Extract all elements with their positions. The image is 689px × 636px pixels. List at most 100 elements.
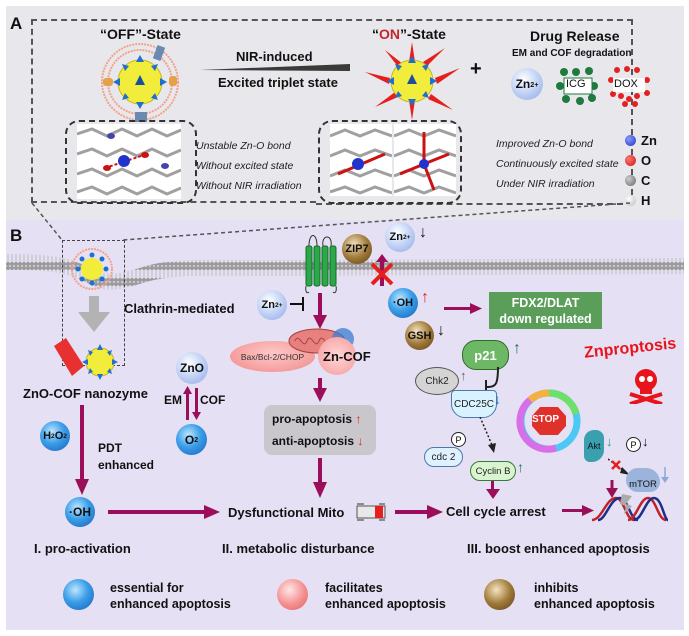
gsh-molecule: GSH bbox=[405, 321, 434, 350]
cyclin-b-protein: Cyclin B bbox=[470, 461, 516, 481]
zn-cof-particle bbox=[318, 337, 356, 375]
atom-legend-item: Zn bbox=[625, 130, 657, 150]
zn-atom-icon bbox=[625, 134, 636, 146]
on-nanoparticle-icon bbox=[365, 42, 460, 120]
cdc2-phosphate: P bbox=[451, 432, 466, 447]
legend-blue-sphere-icon bbox=[63, 579, 94, 610]
chk2-trend: ↑ bbox=[460, 368, 467, 383]
off-note: Without NIR irradiation bbox=[196, 180, 302, 192]
off-molecule-image bbox=[77, 124, 181, 199]
transition-wedge-arrow bbox=[200, 64, 350, 71]
on-molecule-image-1 bbox=[330, 124, 392, 196]
nanozyme-label: ZnO-COF nanozyme bbox=[23, 386, 148, 401]
transmembrane-receptor-icon bbox=[305, 235, 337, 294]
icg-label: ICG bbox=[566, 78, 586, 90]
off-notes: Unstable Zn-O bond Without excited state… bbox=[196, 140, 302, 200]
zno-molecule: ZnO bbox=[176, 352, 208, 384]
stage-3-label: III. boost enhanced apoptosis bbox=[467, 541, 650, 556]
stage-1-label: I. pro-activation bbox=[34, 541, 131, 556]
mito-to-apoptosis-arrow bbox=[313, 378, 327, 402]
h-atom-icon bbox=[625, 194, 636, 206]
atom-legend-item: O bbox=[625, 150, 657, 170]
icg-icon bbox=[556, 67, 598, 105]
pdt-arrow bbox=[75, 405, 89, 495]
cdc25c-protein: CDC25C bbox=[451, 390, 497, 418]
panel-a-frame-right bbox=[316, 19, 633, 205]
transition-top-label: NIR-induced bbox=[236, 49, 313, 64]
stop-label: STOP bbox=[532, 414, 560, 425]
apoptosis-box: pro-apoptosis ↑ anti-apoptosis ↓ bbox=[264, 405, 376, 455]
atom-legend-item: C bbox=[625, 170, 657, 190]
em-cof-arrows bbox=[183, 386, 201, 420]
hydroxyl-radical: ·OH bbox=[65, 497, 95, 527]
cyclin-b-trend: ↑ bbox=[517, 459, 524, 475]
mtor-protein: mTOR bbox=[626, 468, 660, 492]
cyclinb-to-arrest-arrow bbox=[486, 481, 500, 499]
drug-release-subtitle: EM and COF degradation bbox=[512, 48, 632, 59]
on-note: Improved Zn-O bond bbox=[496, 138, 593, 150]
dna-strand-icon bbox=[592, 494, 668, 522]
akt-trend: ↓ bbox=[606, 434, 613, 449]
em-label: EM bbox=[164, 393, 182, 407]
cdc25c-to-cyclinb-arrow bbox=[479, 417, 496, 453]
atom-legend-item: H bbox=[625, 190, 657, 210]
akt-protein: Akt bbox=[584, 430, 604, 462]
on-note: Under NIR irradiation bbox=[496, 178, 595, 190]
on-state-title: “ON”-State bbox=[372, 26, 446, 42]
cell-membrane bbox=[6, 254, 684, 290]
cell-cycle-stop-icon bbox=[516, 389, 581, 453]
dysfunctional-mito-label: Dysfunctional Mito bbox=[228, 505, 345, 520]
cdc25c-trend: ↓ bbox=[494, 391, 501, 407]
legend-pink-sphere-icon bbox=[277, 579, 308, 610]
on-notes: Improved Zn-O bond Continuously excited … bbox=[496, 138, 619, 198]
zn-top-trend: ↓ bbox=[419, 224, 427, 241]
apoptosis-to-dysmito-arrow bbox=[313, 458, 327, 498]
off-note: Unstable Zn-O bond bbox=[196, 140, 291, 152]
p21-protein: p21 bbox=[462, 340, 509, 370]
drug-release-title: Drug Release bbox=[530, 28, 620, 44]
on-molecule-image-2 bbox=[394, 124, 456, 196]
on-callout-frame bbox=[318, 120, 462, 204]
hydroxyl-radical-right: ·OH bbox=[388, 288, 418, 318]
panel-a-label: A bbox=[10, 14, 23, 33]
clathrin-label: Clathrin-mediated bbox=[124, 301, 235, 316]
p-akt-trend: ↓ bbox=[642, 434, 649, 449]
atom-legend: Zn O C H bbox=[625, 130, 657, 210]
oh-to-fdx2-arrow bbox=[444, 303, 482, 314]
mito-to-cellcycle-arrow bbox=[395, 505, 443, 519]
on-note: Continuously excited state bbox=[496, 158, 619, 170]
mtor-to-dna-arrow bbox=[606, 480, 618, 498]
c-atom-icon bbox=[625, 174, 636, 186]
cof-label: COF bbox=[200, 393, 226, 407]
cell-cycle-arrest-label: Cell cycle arrest bbox=[446, 504, 546, 519]
transition-bottom-label: Excited triplet state bbox=[218, 75, 338, 90]
cdc2-protein: cdc 2 bbox=[424, 447, 463, 467]
membrane-nanoparticle-icon bbox=[71, 248, 113, 290]
panel-b-label: B bbox=[10, 226, 23, 245]
zno-cof-nanozyme-icon bbox=[54, 338, 118, 380]
stage-2-label: II. metabolic disturbance bbox=[222, 541, 375, 556]
anti-apoptosis-row: anti-apoptosis ↓ bbox=[272, 434, 364, 448]
akt-phosphate: P bbox=[626, 437, 641, 452]
o-atom-icon bbox=[625, 154, 636, 166]
oh-to-mito-arrow bbox=[108, 505, 220, 519]
skull-crossbones-icon bbox=[629, 369, 663, 404]
zoom-connector-lines bbox=[31, 202, 631, 241]
off-nanoparticle-icon bbox=[101, 43, 179, 122]
dox-label: DOX bbox=[614, 78, 638, 90]
off-state-title: “OFF”-State bbox=[100, 26, 181, 42]
oh-trend: ↑ bbox=[421, 289, 429, 306]
plus-sign: + bbox=[470, 58, 482, 80]
dox-icon bbox=[608, 66, 650, 107]
blocked-transport-icon bbox=[370, 254, 394, 286]
gsh-trend: ↓ bbox=[437, 322, 445, 339]
receptor-to-mito-arrow bbox=[313, 293, 327, 329]
legend-brown-sphere-icon bbox=[484, 579, 515, 610]
